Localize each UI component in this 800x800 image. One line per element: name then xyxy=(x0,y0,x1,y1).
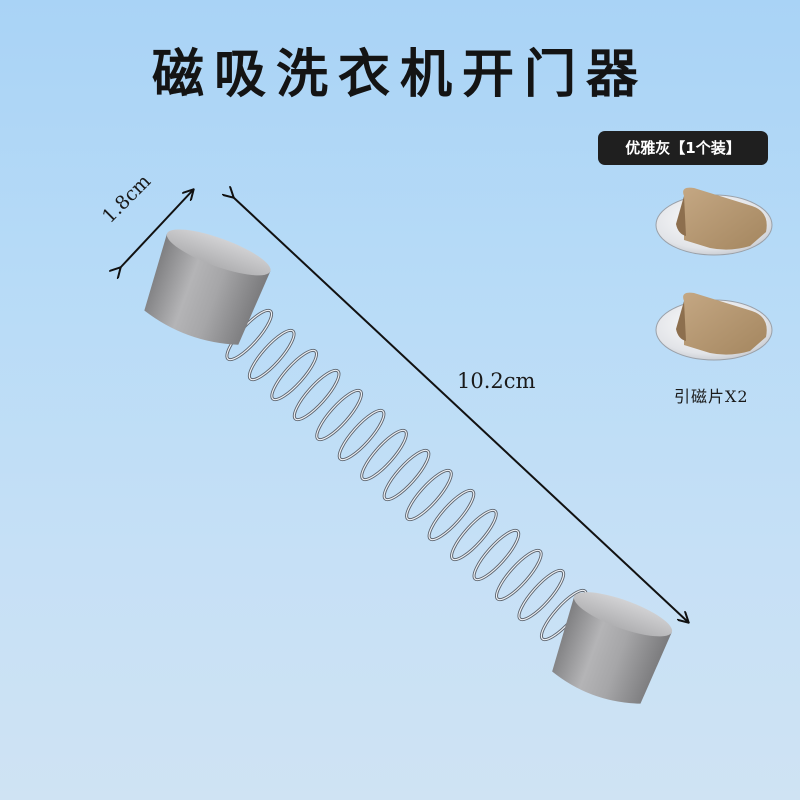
magnetic-plate-1 xyxy=(655,187,773,256)
end-cap-bottom xyxy=(552,592,673,704)
product-title: 磁吸洗衣机开门器 xyxy=(151,45,648,105)
spring-coil xyxy=(247,328,296,382)
spring-coil xyxy=(337,408,386,462)
spring-coil-highlight xyxy=(518,569,565,621)
spring-coil xyxy=(472,528,521,582)
spring-coil-highlight xyxy=(406,469,452,521)
magnet-plate-label: 引磁片X2 xyxy=(674,387,749,406)
spring-coil xyxy=(292,368,341,422)
spring-coil-highlight xyxy=(361,429,407,481)
spring-coil xyxy=(270,348,318,402)
spring-coil xyxy=(517,568,566,622)
length-dimension-arrow xyxy=(233,197,688,622)
spring-coil xyxy=(450,508,498,562)
spring-coil-highlight xyxy=(248,329,295,381)
spring-coil-highlight xyxy=(338,409,385,461)
width-dimension-arrow xyxy=(120,190,193,268)
spring-coil-highlight xyxy=(316,389,363,441)
variant-badge: 优雅灰【1个装】 xyxy=(598,131,768,165)
spring-coil xyxy=(405,468,453,522)
spring-coil xyxy=(495,548,543,602)
spring-coil-highlight xyxy=(293,369,340,421)
spring-coil-highlight xyxy=(450,509,497,561)
spring-coil-highlight xyxy=(383,449,430,501)
spring-coil xyxy=(382,448,431,502)
spring xyxy=(225,308,588,642)
spring-coil-highlight xyxy=(428,489,475,541)
spring-coil-highlight xyxy=(495,549,542,601)
magnetic-plate-2 xyxy=(655,292,773,361)
spring-coil xyxy=(427,488,476,542)
spring-coil xyxy=(360,428,408,482)
length-label: 10.2cm xyxy=(457,369,536,393)
spring-coil-highlight xyxy=(473,529,520,581)
spring-coil xyxy=(315,388,363,442)
spring-coil-highlight xyxy=(271,349,318,401)
end-cap-top xyxy=(144,229,271,345)
